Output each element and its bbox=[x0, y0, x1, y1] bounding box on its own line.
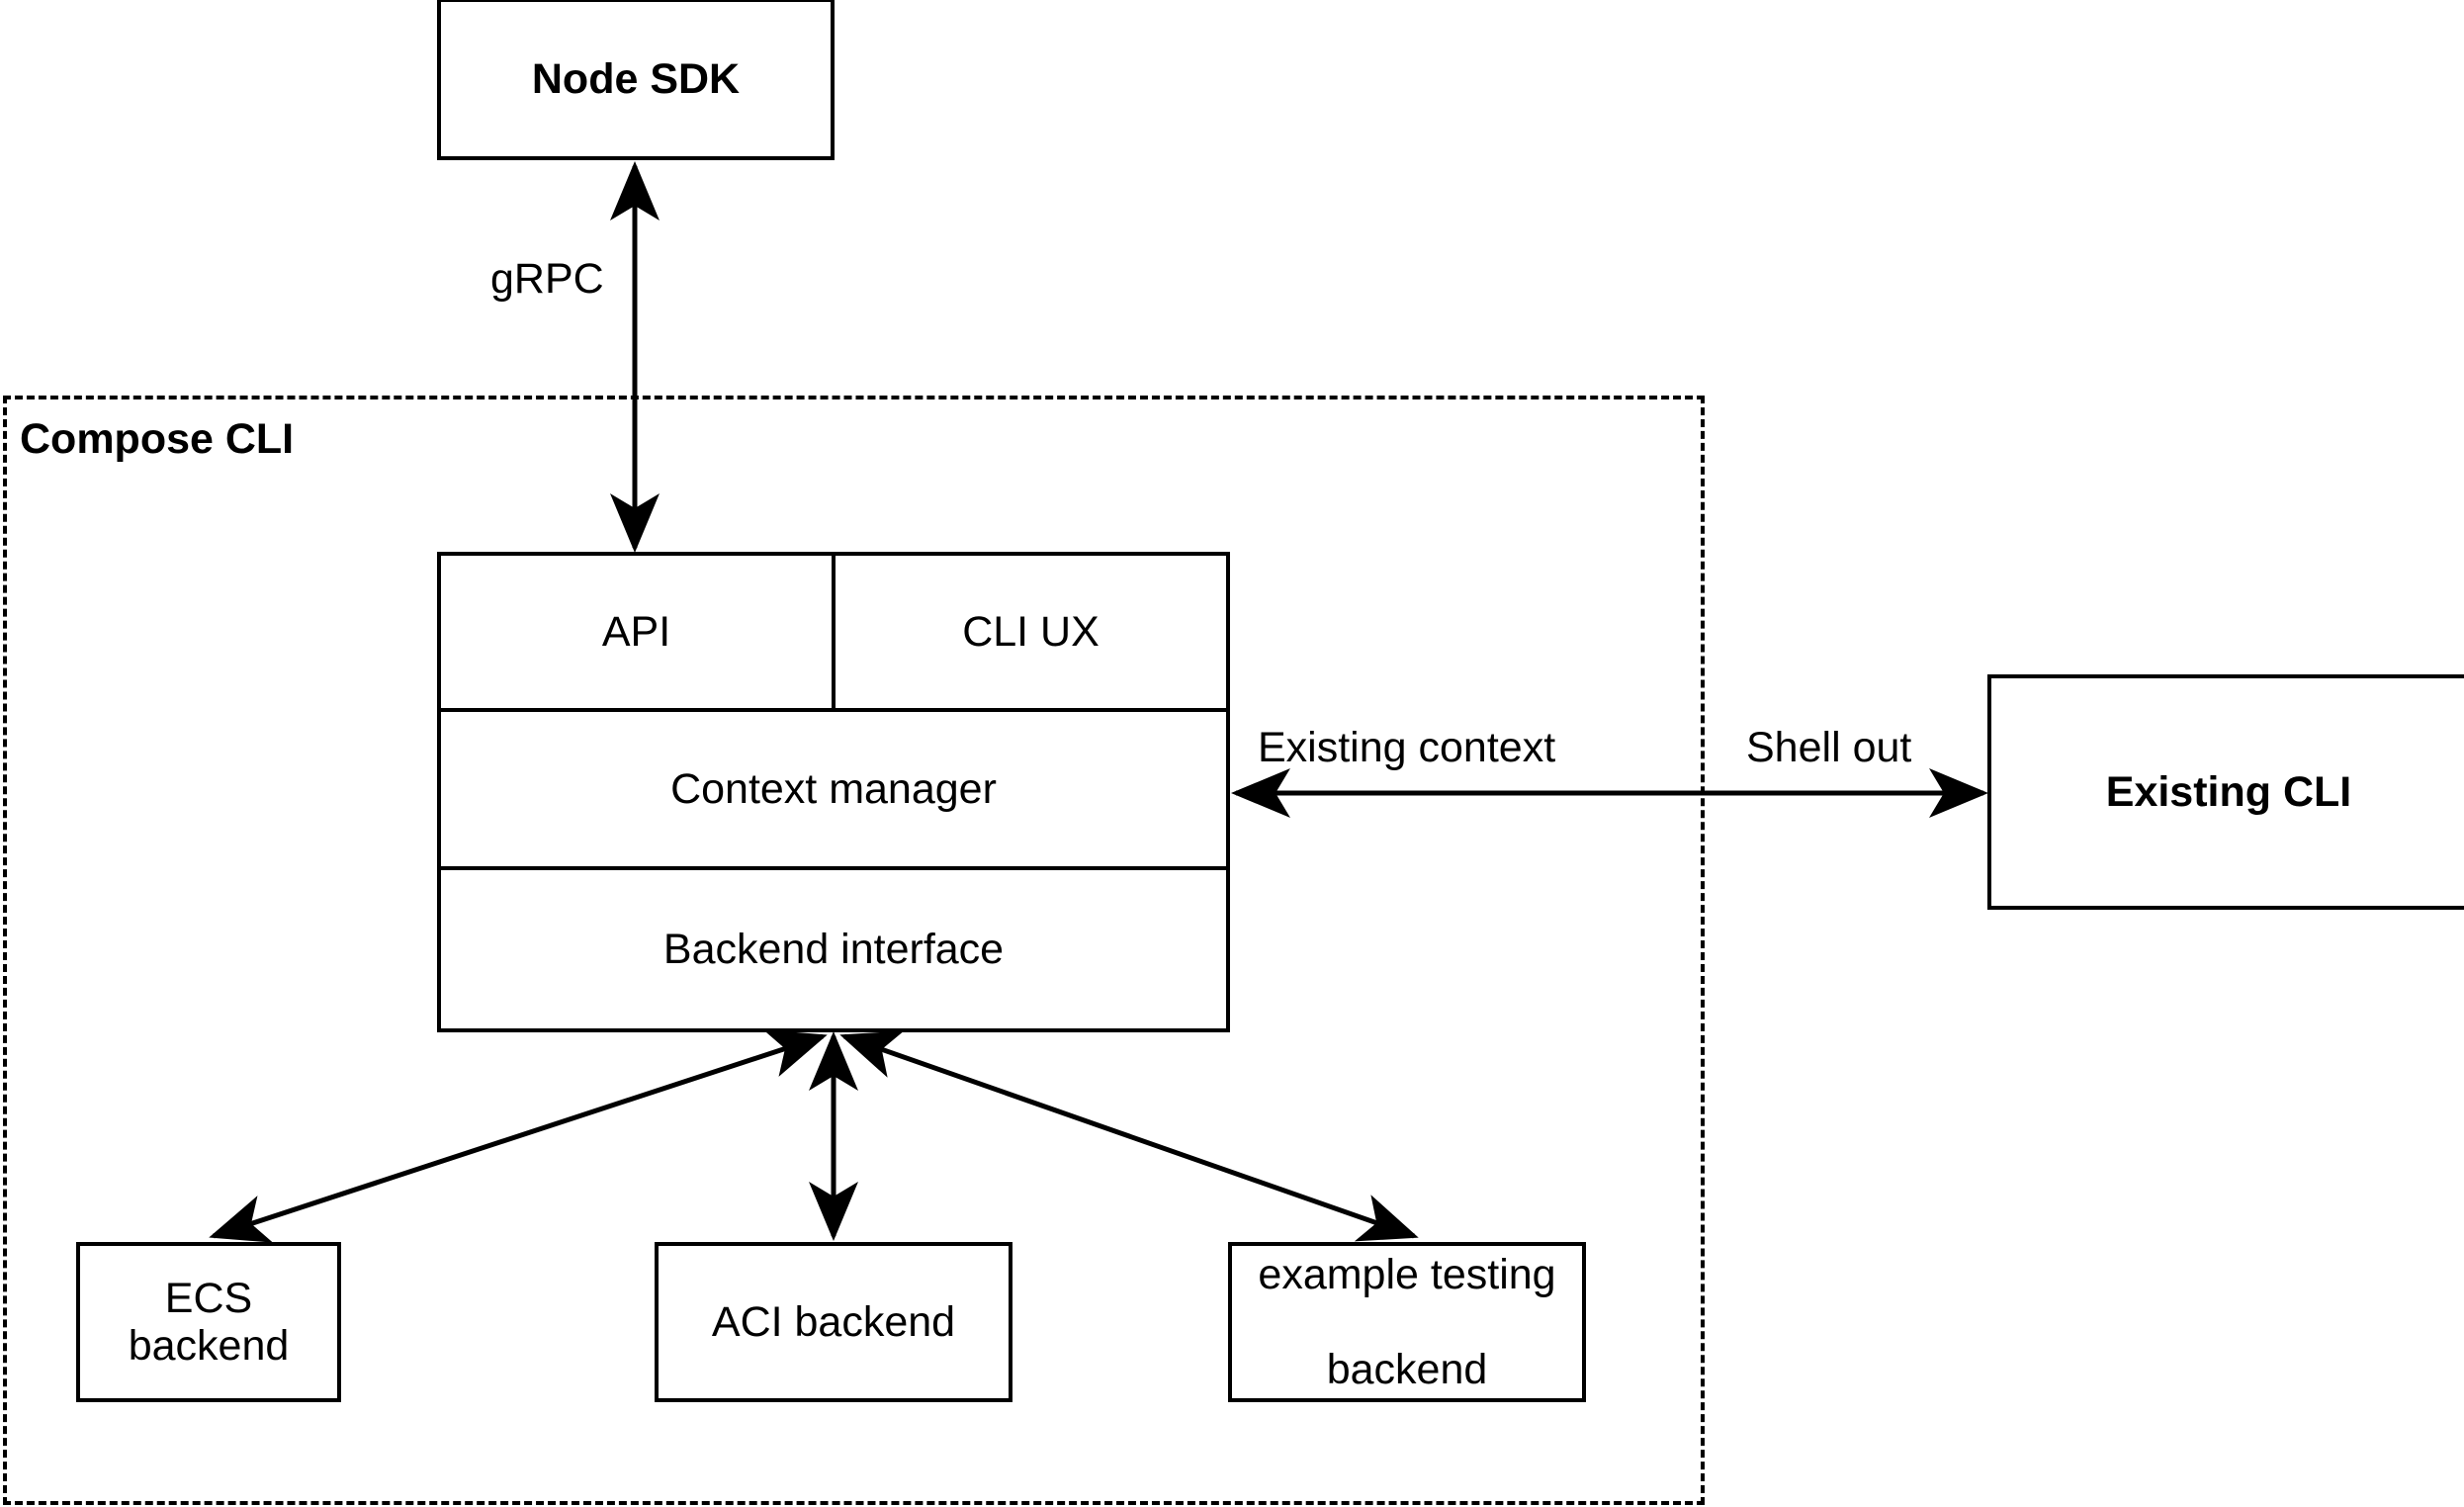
core-row-top: API CLI UX bbox=[441, 556, 1226, 712]
node-example-testing-backend-line2: backend bbox=[1326, 1346, 1488, 1394]
core-row-backend: Backend interface bbox=[441, 870, 1226, 1028]
compose-cli-group-frame bbox=[3, 396, 1705, 1505]
core-cell-cli-ux[interactable]: CLI UX bbox=[836, 556, 1226, 708]
core-cell-backend-interface[interactable]: Backend interface bbox=[441, 870, 1226, 1028]
node-ecs-backend[interactable]: ECS backend bbox=[76, 1242, 341, 1402]
edge-backend-example bbox=[839, 1030, 1419, 1242]
core-row-context: Context manager bbox=[441, 712, 1226, 870]
core-backend-interface-label: Backend interface bbox=[662, 925, 1005, 973]
node-node-sdk[interactable]: Node SDK bbox=[437, 0, 835, 160]
edge-backend-ecs bbox=[209, 1029, 828, 1243]
node-example-testing-backend[interactable]: example testing backend bbox=[1228, 1242, 1586, 1402]
node-existing-cli-label: Existing CLI bbox=[2105, 767, 2352, 816]
node-node-sdk-label: Node SDK bbox=[531, 54, 741, 103]
edge-label-shell-out: Shell out bbox=[1746, 724, 1912, 771]
edge-label-existing-context: Existing context bbox=[1258, 724, 1556, 771]
node-aci-backend[interactable]: ACI backend bbox=[655, 1242, 1012, 1402]
core-cli-ux-label: CLI UX bbox=[962, 607, 1100, 656]
node-ecs-backend-label: ECS backend bbox=[128, 1274, 290, 1370]
core-api-label: API bbox=[601, 607, 671, 656]
compose-cli-core: API CLI UX Context manager Backend inter… bbox=[437, 552, 1230, 1032]
core-cell-api[interactable]: API bbox=[441, 556, 836, 708]
core-context-manager-label: Context manager bbox=[670, 764, 997, 813]
node-aci-backend-label: ACI backend bbox=[711, 1297, 956, 1346]
core-cell-context-manager[interactable]: Context manager bbox=[441, 712, 1226, 866]
compose-cli-group-label: Compose CLI bbox=[20, 415, 295, 463]
node-existing-cli[interactable]: Existing CLI bbox=[1987, 674, 2464, 910]
node-example-testing-backend-line1: example testing bbox=[1258, 1250, 1556, 1298]
edge-label-grpc: gRPC bbox=[490, 255, 604, 303]
node-example-testing-backend-label: example testing backend bbox=[1242, 1251, 1571, 1393]
